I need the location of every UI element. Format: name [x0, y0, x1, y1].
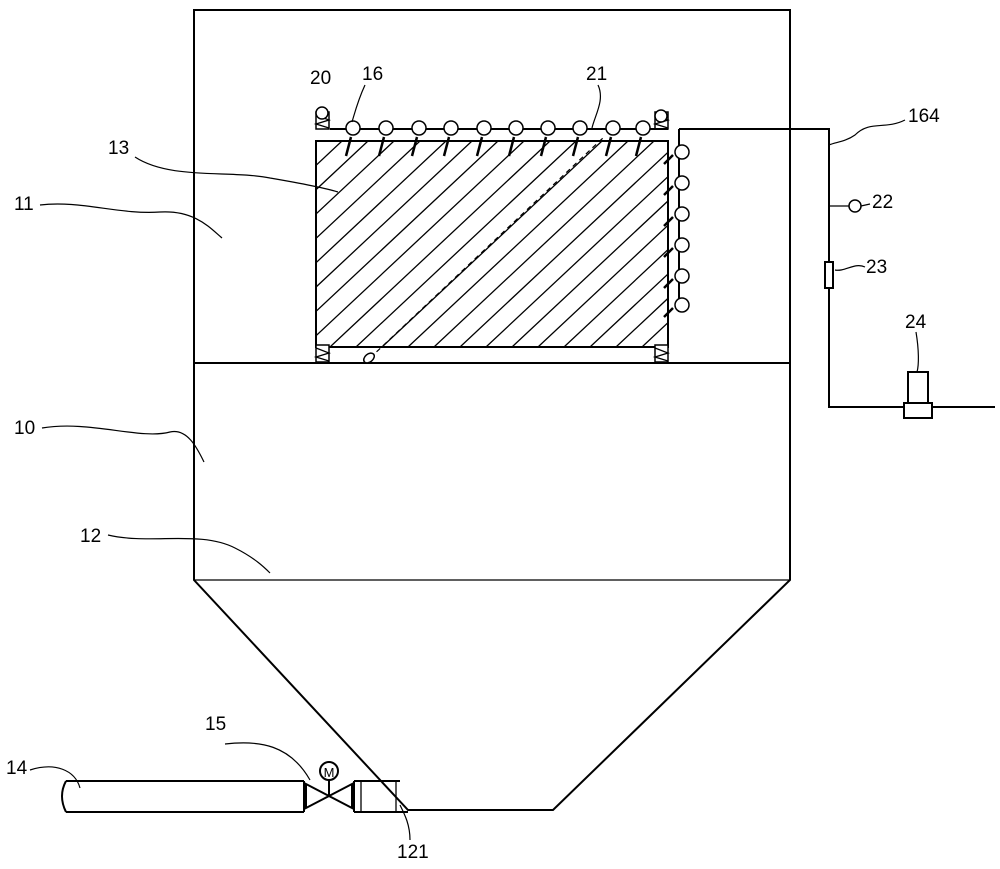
side-nozzle	[663, 237, 690, 258]
hatch-line	[316, 141, 369, 191]
hatch-line	[615, 297, 668, 347]
hatch-line	[537, 224, 668, 347]
label-24: 24	[905, 312, 927, 333]
discharge-pipe	[61, 780, 408, 813]
label-16: 16	[362, 64, 383, 85]
top-nozzle	[377, 120, 394, 157]
label-20: 20	[310, 68, 331, 89]
label-14: 14	[6, 758, 28, 779]
pressure-sensor-20	[315, 106, 329, 120]
hatch-line	[316, 141, 473, 288]
hatch-line	[485, 175, 668, 347]
spring-support	[652, 344, 670, 363]
top-nozzle	[442, 120, 459, 157]
hatch-line	[316, 141, 317, 142]
hatch-line	[355, 141, 577, 347]
top-nozzle	[571, 120, 588, 157]
hatch-line	[563, 248, 668, 347]
internal-dashed-pipe	[369, 135, 606, 359]
side-nozzle	[663, 206, 690, 227]
top-nozzle	[507, 120, 524, 157]
side-nozzle	[663, 175, 690, 196]
hatch-line	[316, 141, 447, 264]
label-11: 11	[14, 194, 34, 215]
hatch-line	[381, 141, 603, 347]
top-nozzle	[634, 120, 651, 157]
gauge-22	[848, 199, 862, 213]
hatch-line	[459, 151, 668, 347]
label-164: 164	[908, 106, 940, 127]
pump-24	[903, 371, 933, 419]
top-nozzle	[410, 120, 427, 157]
label-22: 22	[872, 192, 893, 213]
top-nozzle	[604, 120, 621, 157]
drain-nozzle	[362, 352, 376, 364]
label-13: 13	[108, 138, 129, 159]
pressure-sensor-right	[654, 109, 668, 123]
hatch-line	[316, 141, 421, 240]
hatch-line	[407, 141, 629, 347]
motor-valve-15: M	[305, 761, 353, 810]
label-23: 23	[866, 257, 887, 278]
label-12: 12	[80, 526, 101, 547]
hatch-line	[316, 141, 395, 215]
side-nozzle	[663, 144, 690, 165]
hatch-line	[316, 141, 343, 167]
hatch-line	[329, 141, 551, 347]
label-10: 10	[14, 418, 35, 439]
hatch-line	[433, 141, 655, 347]
side-nozzle	[663, 268, 690, 289]
label-15: 15	[205, 714, 226, 735]
hatch-line	[316, 141, 499, 313]
side-nozzle	[663, 297, 690, 318]
leader-lines	[29, 84, 919, 841]
hatch-line	[589, 273, 668, 347]
hatch-line	[667, 346, 668, 347]
top-nozzle	[539, 120, 556, 157]
flowmeter-23	[824, 261, 834, 289]
top-nozzle	[344, 120, 361, 157]
top-nozzles	[344, 120, 651, 157]
spring-support	[313, 344, 331, 363]
valve-motor-symbol: M	[324, 765, 335, 780]
hatch-line	[511, 200, 668, 347]
supply-pipe	[679, 128, 995, 408]
label-121: 121	[397, 842, 429, 863]
hatch-line	[316, 141, 525, 337]
top-nozzle	[475, 120, 492, 157]
label-21: 21	[586, 64, 607, 85]
side-nozzles	[663, 144, 690, 318]
filter-block	[315, 140, 669, 348]
